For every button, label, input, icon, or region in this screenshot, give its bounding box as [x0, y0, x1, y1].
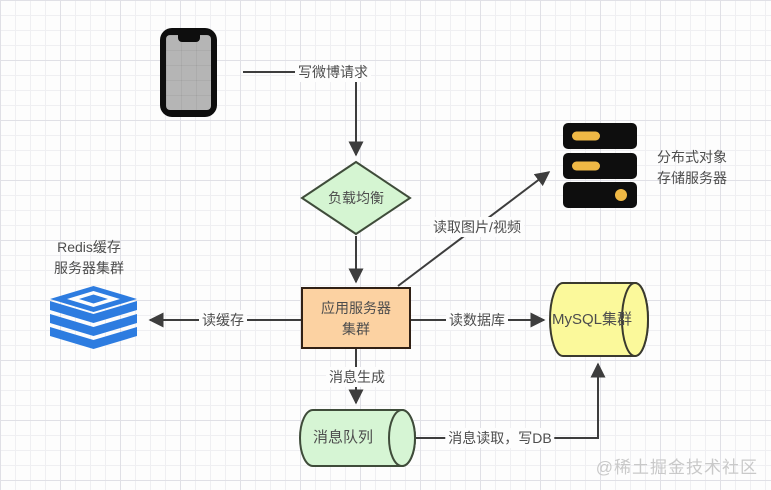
storage-server-label-line1: 分布式对象	[657, 149, 727, 165]
server-led-dot	[615, 189, 627, 201]
juejin-watermark: @稀土掘金技术社区	[595, 458, 758, 477]
edge-label-message-read-write-db: 消息读取，写DB	[445, 428, 555, 448]
edge-label-read-cache: 读缓存	[199, 310, 247, 330]
message-queue-label: 消息队列	[312, 429, 374, 446]
redis-label-line2: 服务器集群	[54, 260, 124, 276]
server-slab	[563, 152, 637, 179]
edge-label-read-image-video: 读取图片/视频	[430, 217, 524, 237]
edge-messagequeue-to-mysql	[415, 362, 606, 439]
load-balancer-label: 负载均衡	[328, 190, 384, 206]
server-slab	[563, 182, 637, 208]
redis-label-line1: Redis缓存	[57, 239, 121, 255]
edge-label-read-database: 读数据库	[446, 310, 508, 330]
app-server-label: 应用服务器 集群	[321, 298, 391, 340]
edge-label-write-weibo-request: 写微博请求	[295, 62, 371, 82]
phone-screen	[166, 34, 211, 110]
storage-server-icon	[563, 123, 637, 208]
load-balancer-node	[300, 160, 412, 236]
storage-server-label-line2: 存储服务器	[657, 170, 727, 186]
edge-label-message-generate: 消息生成	[326, 367, 388, 387]
mysql-node-cap	[621, 282, 649, 357]
app-server-label-line2: 集群	[342, 321, 370, 337]
edge-phone-to-loadbalancer	[243, 71, 364, 157]
phone-icon	[160, 28, 217, 117]
app-server-node	[301, 287, 411, 349]
mysql-label: MySQL集群	[551, 311, 633, 328]
phone-notch	[177, 34, 200, 42]
app-server-label-line1: 应用服务器	[321, 300, 391, 316]
storage-server-label: 分布式对象 存储服务器	[657, 147, 727, 189]
server-led-pill	[572, 161, 600, 170]
message-queue-node-cap	[388, 409, 416, 467]
server-led-pill	[572, 131, 600, 141]
server-slab	[563, 123, 637, 149]
redis-icon	[50, 286, 137, 349]
redis-label: Redis缓存 服务器集群	[54, 237, 124, 279]
